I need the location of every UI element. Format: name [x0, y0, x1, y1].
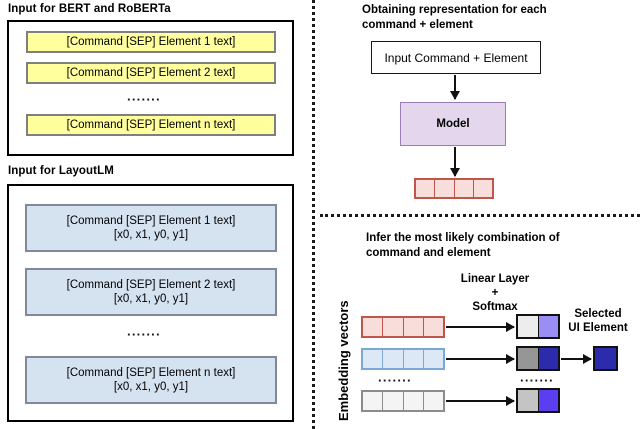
softmax-cell-right: [538, 316, 558, 337]
vector-cell: [383, 318, 404, 336]
vector-cell: [363, 318, 384, 336]
bert-input-row: [Command [SEP] Element n text]: [26, 114, 276, 136]
vector-cell: [423, 392, 443, 410]
bert-input-row-text: [Command [SEP] Element n text]: [66, 119, 236, 131]
linear-layer-label-line2: +: [491, 287, 499, 299]
embedding-ellipsis: ·······: [378, 373, 412, 388]
bert-input-row-text: [Command [SEP] Element 2 text]: [66, 67, 236, 79]
arrow-vector2-to-softmax2: [446, 358, 514, 360]
layoutlm-input-row-coords: [x0, x1, y0, y1]: [113, 229, 189, 241]
embedding-vector-3: [361, 390, 445, 412]
bert-input-row: [Command [SEP] Element 2 text]: [26, 62, 276, 84]
infer-combination-title: Infer the most likely combination of com…: [366, 232, 560, 259]
vector-cell: [363, 392, 384, 410]
softmax-output-1: [516, 314, 560, 339]
embedding-vector-2: [361, 348, 445, 370]
horizontal-dotted-divider: [320, 214, 640, 217]
linear-layer-label-line1: Linear Layer: [460, 273, 530, 285]
vector-cell: [416, 180, 436, 197]
vertical-dotted-divider: [312, 0, 315, 429]
layoutlm-input-row-coords: [x0, x1, y0, y1]: [113, 381, 189, 393]
vector-cell: [473, 180, 492, 197]
softmax-cell-left: [518, 348, 539, 369]
softmax-cell-right: [538, 390, 558, 411]
linear-layer-softmax-label: Linear Layer + Softmax: [440, 272, 550, 314]
embedding-vectors-axis-label: Embedding vectors: [336, 300, 351, 421]
vector-cell: [403, 392, 424, 410]
linear-layer-label-line3: Softmax: [472, 301, 518, 313]
input-command-element-label: Input Command + Element: [384, 50, 528, 65]
layoutlm-panel-title: Input for LayoutLM: [8, 165, 114, 177]
layoutlm-input-row-text: [Command [SEP] Element 1 text]: [66, 215, 236, 227]
selected-ui-element-box: [593, 346, 618, 371]
vector-cell: [403, 350, 424, 368]
layoutlm-input-row: [Command [SEP] Element 2 text] [x0, x1, …: [25, 268, 277, 316]
layoutlm-input-row-text: [Command [SEP] Element 2 text]: [66, 279, 236, 291]
selected-ui-element-label: Selected UI Element: [556, 307, 640, 335]
softmax-cell-left: [518, 390, 539, 411]
softmax-cell-left: [518, 316, 539, 337]
input-command-element-box: Input Command + Element: [371, 41, 541, 74]
layoutlm-input-row: [Command [SEP] Element 1 text] [x0, x1, …: [25, 204, 277, 252]
vector-cell: [423, 318, 443, 336]
arrow-input-to-model: [454, 75, 456, 99]
vector-cell: [383, 350, 404, 368]
bert-panel-title: Input for BERT and RoBERTa: [8, 3, 171, 15]
bert-input-row-text: [Command [SEP] Element 1 text]: [66, 36, 236, 48]
softmax-ellipsis: ·······: [520, 373, 554, 388]
arrow-model-to-output: [454, 147, 456, 176]
softmax-output-2: [516, 346, 560, 371]
arrow-softmax2-to-selected: [561, 358, 591, 360]
arrow-vector1-to-softmax1: [446, 326, 514, 328]
layoutlm-ellipsis: ·······: [127, 327, 161, 342]
vector-cell: [435, 180, 455, 197]
arrow-vector3-to-softmax3: [446, 400, 514, 402]
embedding-vector-1: [361, 316, 445, 338]
bert-ellipsis: ·······: [127, 92, 161, 107]
model-label: Model: [436, 118, 470, 130]
selected-label-line1: Selected: [574, 308, 622, 320]
vector-cell: [454, 180, 474, 197]
vector-cell: [383, 392, 404, 410]
model-box: Model: [400, 102, 506, 146]
obtaining-representation-title: Obtaining representation for each comman…: [362, 4, 547, 31]
selected-label-line2: UI Element: [568, 322, 628, 334]
bert-input-row: [Command [SEP] Element 1 text]: [26, 31, 276, 53]
vector-cell: [423, 350, 443, 368]
softmax-output-3: [516, 388, 560, 413]
vector-cell: [403, 318, 424, 336]
vector-cell: [363, 350, 384, 368]
layoutlm-input-row-coords: [x0, x1, y0, y1]: [113, 293, 189, 305]
layoutlm-input-row-text: [Command [SEP] Element n text]: [66, 367, 236, 379]
softmax-cell-right: [538, 348, 558, 369]
model-output-vector: [414, 178, 494, 199]
layoutlm-input-row: [Command [SEP] Element n text] [x0, x1, …: [25, 356, 277, 404]
